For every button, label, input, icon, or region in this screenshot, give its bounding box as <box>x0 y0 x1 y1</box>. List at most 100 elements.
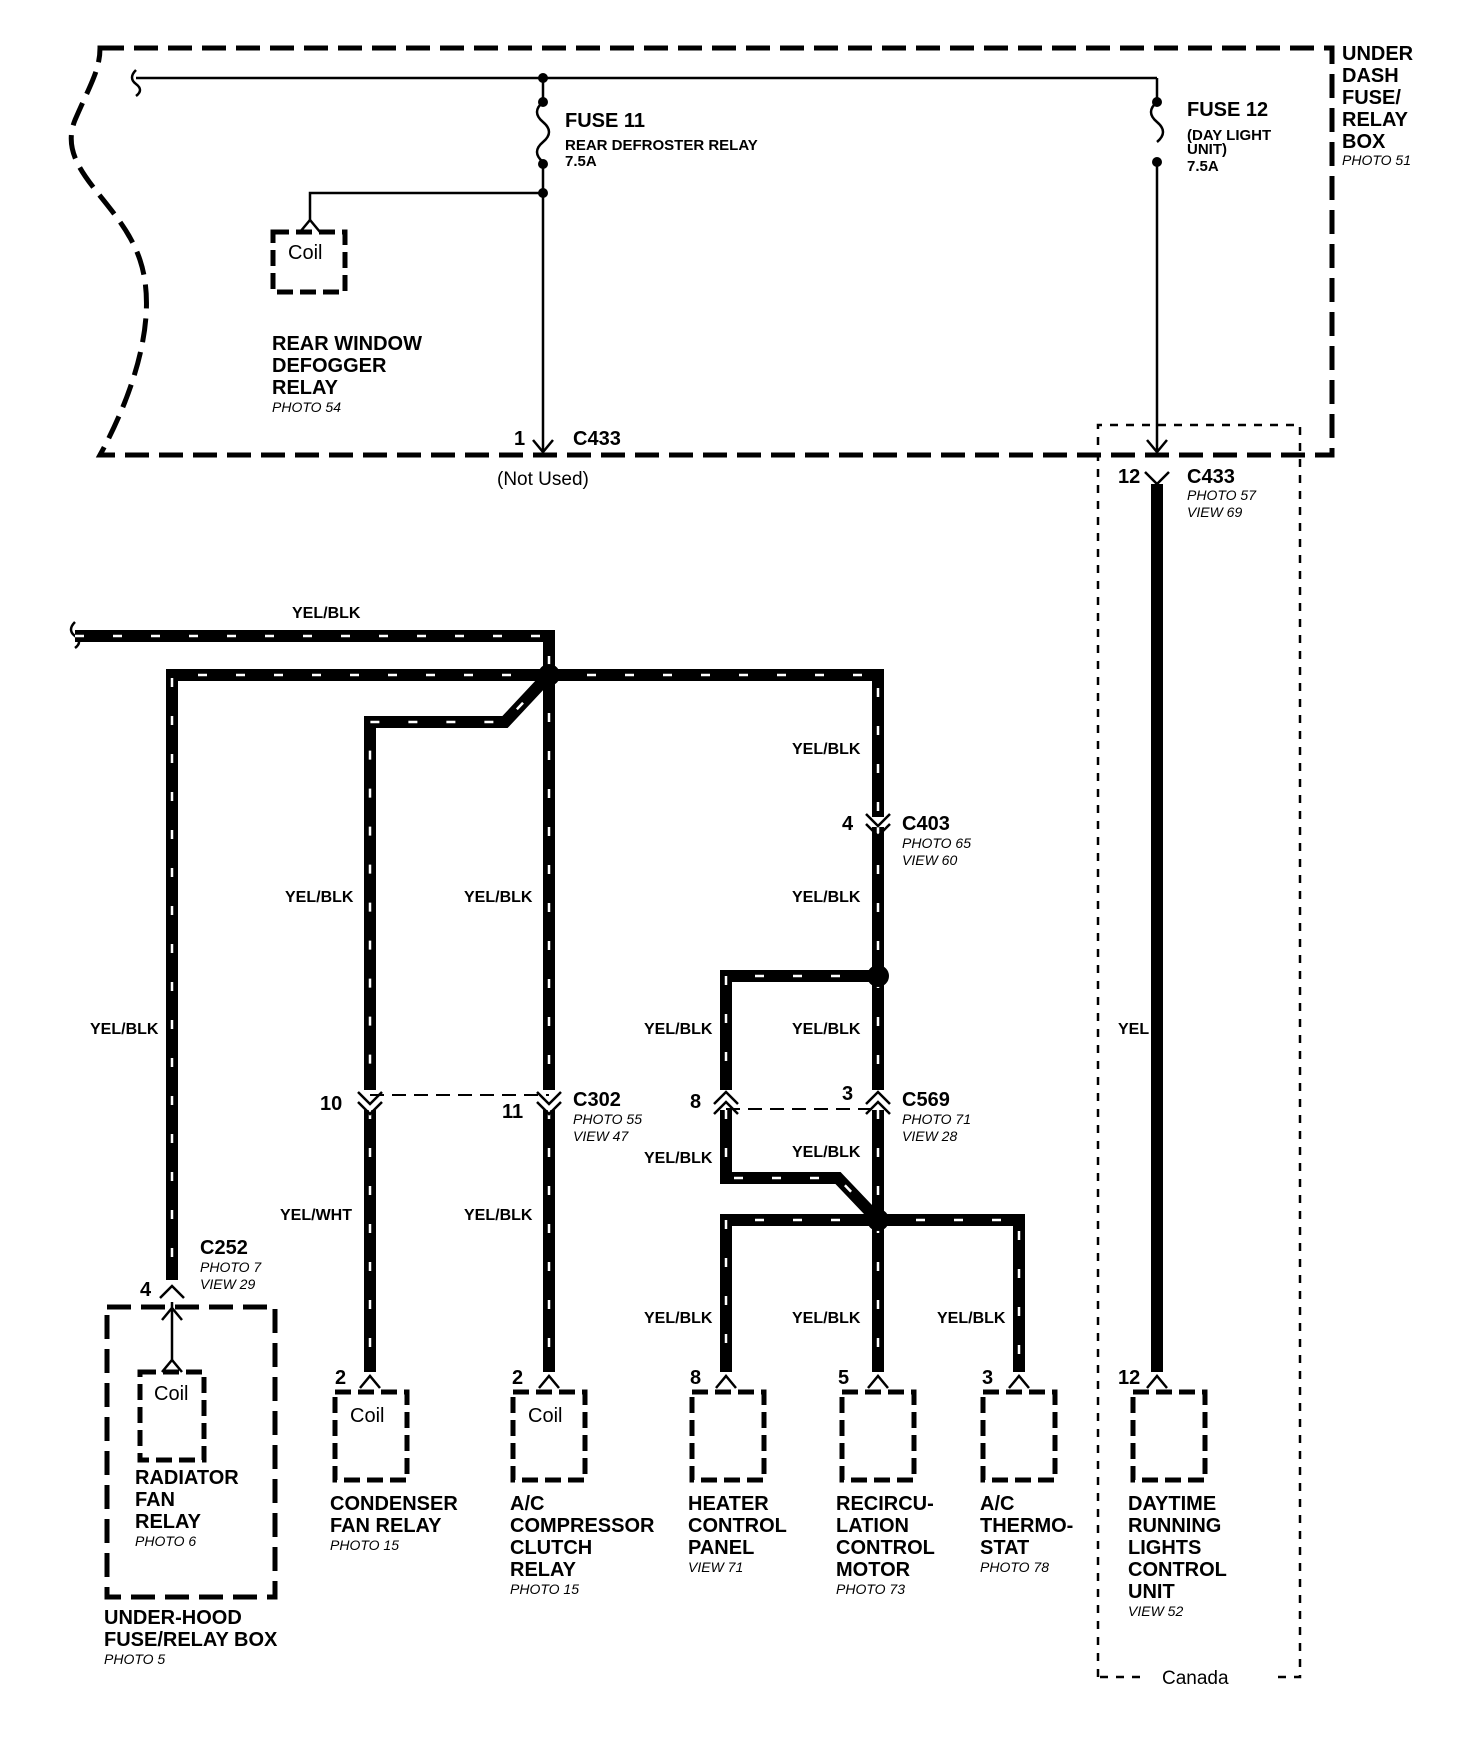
drl-title-1: DAYTIME <box>1128 1493 1216 1515</box>
ac-clutch-title-3: CLUTCH <box>510 1537 592 1559</box>
c252-connector: 4 C252 PHOTO 7 VIEW 29 <box>140 1237 262 1301</box>
c433-right-photo: PHOTO 57 <box>1187 487 1257 503</box>
radiator-coil-label: Coil <box>154 1383 188 1405</box>
condenser-coil-label: Coil <box>350 1405 384 1427</box>
wire-c302-left-upper <box>364 670 554 1090</box>
ac-clutch-photo: PHOTO 15 <box>510 1581 579 1597</box>
fuse12-desc-2: UNIT) <box>1187 141 1227 158</box>
wire-radiator <box>166 669 549 1280</box>
defogger-terminal <box>299 218 321 233</box>
c302-pin-right: 11 <box>502 1101 523 1123</box>
ac-compressor-clutch-relay: 2 Coil A/C COMPRESSOR CLUTCH RELAY PHOTO… <box>510 1367 655 1597</box>
wire-thermostat <box>878 1214 1025 1372</box>
wire-label-clutch-upper: YEL/BLK <box>464 889 533 906</box>
fuse12-desc-1: (DAY LIGHT <box>1187 127 1271 144</box>
condenser-fan-relay: 2 Coil CONDENSER FAN RELAY PHOTO 15 <box>330 1367 458 1553</box>
c569-photo: PHOTO 71 <box>902 1111 971 1127</box>
radiator-title-2: FAN <box>135 1489 175 1511</box>
c302-photo: PHOTO 55 <box>573 1111 642 1127</box>
recirc-pin: 5 <box>838 1367 849 1389</box>
wire-label-thermostat: YEL/BLK <box>937 1310 1006 1327</box>
c252-name: C252 <box>200 1237 248 1259</box>
splice-main <box>538 664 560 686</box>
c433-right-lower-arrow <box>1144 471 1170 486</box>
fuse12-rating: 7.5A <box>1187 158 1219 175</box>
thermostat-title-3: STAT <box>980 1537 1029 1559</box>
c433-not-used-note: (Not Used) <box>497 469 589 490</box>
wire-label-c569-left-upper: YEL/BLK <box>644 1021 713 1038</box>
c433-left-pin: 1 <box>514 428 525 450</box>
c433-left-arrow <box>532 439 554 454</box>
underhood-title-2: FUSE/RELAY BOX <box>104 1629 278 1651</box>
fuse-box-title-1: UNDER <box>1342 43 1414 65</box>
thermostat-photo: PHOTO 78 <box>980 1559 1049 1575</box>
c569-view: VIEW 28 <box>902 1128 957 1144</box>
drl-control-unit: 12 DAYTIME RUNNING LIGHTS CONTROL UNIT V… <box>1118 1367 1227 1619</box>
ac-clutch-title-4: RELAY <box>510 1559 577 1581</box>
thermostat-pin: 3 <box>982 1367 993 1389</box>
heater-title-1: HEATER <box>688 1493 769 1515</box>
defogger-title-3: RELAY <box>272 377 339 399</box>
radiator-title-3: RELAY <box>135 1511 202 1533</box>
c433-left-name: C433 <box>573 428 621 450</box>
recirc-photo: PHOTO 73 <box>836 1581 905 1597</box>
c433-right-arrow <box>1146 439 1168 454</box>
fuse-box-title-4: RELAY <box>1342 109 1409 131</box>
c569-pin-left: 8 <box>690 1091 701 1113</box>
wire-label-radiator: YEL/BLK <box>90 1021 159 1038</box>
recirc-box <box>839 1389 917 1483</box>
radiator-relay-terminal <box>161 1358 183 1373</box>
canada-label: Canada <box>1162 1668 1229 1689</box>
under-dash-fuse-box: UNDER DASH FUSE/ RELAY BOX PHOTO 51 FUSE… <box>68 43 1414 458</box>
c569-name: C569 <box>902 1089 950 1111</box>
c302-pin-left: 10 <box>320 1093 342 1115</box>
ac-clutch-title-1: A/C <box>510 1493 544 1515</box>
fuse11-symbol <box>535 101 551 163</box>
yel-blk-harness <box>69 621 1025 1372</box>
wire-label-clutch-lower: YEL/BLK <box>464 1207 533 1224</box>
fuse11-rating: 7.5A <box>565 153 597 170</box>
wire-label-c569-right-lower: YEL/BLK <box>792 1144 861 1161</box>
ac-clutch-relay-box <box>510 1389 588 1483</box>
underhood-fuse-box: Coil RADIATOR FAN RELAY PHOTO 6 UNDER-HO… <box>104 1302 278 1667</box>
recirc-title-4: MOTOR <box>836 1559 911 1581</box>
c403-connector: 4 C403 PHOTO 65 VIEW 60 <box>842 813 971 868</box>
condenser-relay-box <box>332 1389 410 1483</box>
defogger-title-1: REAR WINDOW <box>272 333 422 355</box>
underhood-box-border <box>104 1304 278 1600</box>
wire-label-c569-left-lower: YEL/BLK <box>644 1150 713 1167</box>
heater-title-2: CONTROL <box>688 1515 787 1537</box>
radiator-relay-arrow-up <box>161 1306 183 1321</box>
c252-photo: PHOTO 7 <box>200 1259 262 1275</box>
wire-c569-left-lower <box>720 1110 883 1225</box>
c569-pin-right: 3 <box>842 1083 853 1105</box>
drl-title-4: CONTROL <box>1128 1559 1227 1581</box>
wire-label-c403-upper: YEL/BLK <box>792 741 861 758</box>
fuse11-desc: REAR DEFROSTER RELAY <box>565 137 758 154</box>
drl-pin: 12 <box>1118 1367 1140 1389</box>
heater-photo: VIEW 71 <box>688 1559 743 1575</box>
recirc-title-2: LATION <box>836 1515 909 1537</box>
c433-right-view: VIEW 69 <box>1187 504 1242 520</box>
fuse-box-title-5: BOX <box>1342 131 1386 153</box>
radiator-relay-box <box>137 1369 207 1463</box>
harness-stripes <box>75 634 1021 1372</box>
wire-label-feed: YEL/BLK <box>292 605 361 622</box>
c569-connector: 8 3 C569 PHOTO 71 VIEW 28 <box>690 1083 971 1144</box>
c433-right-pin: 12 <box>1118 466 1140 488</box>
power-break-symbol <box>130 69 142 97</box>
heater-box <box>689 1389 767 1483</box>
drl-title-2: RUNNING <box>1128 1515 1221 1537</box>
c403-pin: 4 <box>842 813 854 835</box>
defogger-title-2: DEFOGGER <box>272 355 387 377</box>
defogger-coil-label: Coil <box>288 242 322 264</box>
wire-label-recirc: YEL/BLK <box>792 1310 861 1327</box>
fuse11-name: FUSE 11 <box>565 110 645 132</box>
drl-title-5: UNIT <box>1128 1581 1175 1603</box>
drl-photo: VIEW 52 <box>1128 1603 1183 1619</box>
wire-heater <box>720 1214 878 1372</box>
heater-pin: 8 <box>690 1367 701 1389</box>
c302-name: C302 <box>573 1089 621 1111</box>
thermostat-title-1: A/C <box>980 1493 1014 1515</box>
